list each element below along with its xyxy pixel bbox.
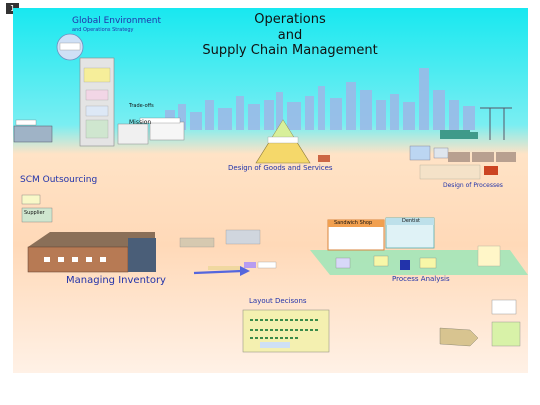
layout-board — [242, 309, 330, 353]
process-buildings — [409, 145, 516, 180]
mission-label: Mission — [129, 119, 152, 126]
signposts — [439, 299, 521, 347]
dentist-label: Dentist — [402, 218, 421, 224]
page-number-badge: 1 — [6, 3, 19, 14]
title-line-2: and — [277, 28, 303, 43]
factory-row — [179, 229, 261, 270]
design-processes-label: Design of Processes — [443, 182, 503, 189]
design-goods-label: Design of Goods and Services — [228, 164, 333, 172]
managing-inventory-label: Managing Inventory — [66, 275, 166, 286]
supplier-boxes — [21, 194, 53, 223]
layout-decisions-label: Layout Decisons — [249, 297, 307, 305]
global-environment-label: Global Environment — [72, 16, 162, 26]
scm-outsourcing-label: SCM Outsourcing — [20, 175, 98, 185]
headquarters-tower — [79, 57, 115, 147]
flow-arrow — [193, 261, 277, 276]
pyramid-diagram — [255, 119, 330, 164]
title-line-3: Supply Chain Management — [202, 43, 378, 58]
sandwich-shop-label: Sandwich Shop — [334, 220, 373, 226]
truck-and-crane — [440, 107, 512, 140]
title-line-1: Operations — [254, 12, 326, 27]
warehouse-building — [13, 119, 53, 143]
city-skyline — [165, 68, 475, 130]
process-analysis-platform — [310, 217, 528, 275]
inventory-warehouse — [27, 232, 156, 273]
trade-offs-label: Trade-offs — [129, 103, 154, 109]
mission-building — [117, 117, 185, 145]
globe-icon — [56, 33, 84, 61]
process-analysis-label: Process Analysis — [392, 275, 450, 283]
supplier-label: Supplier — [24, 210, 45, 216]
global-environment-sublabel: and Operations Strategy — [72, 27, 134, 33]
